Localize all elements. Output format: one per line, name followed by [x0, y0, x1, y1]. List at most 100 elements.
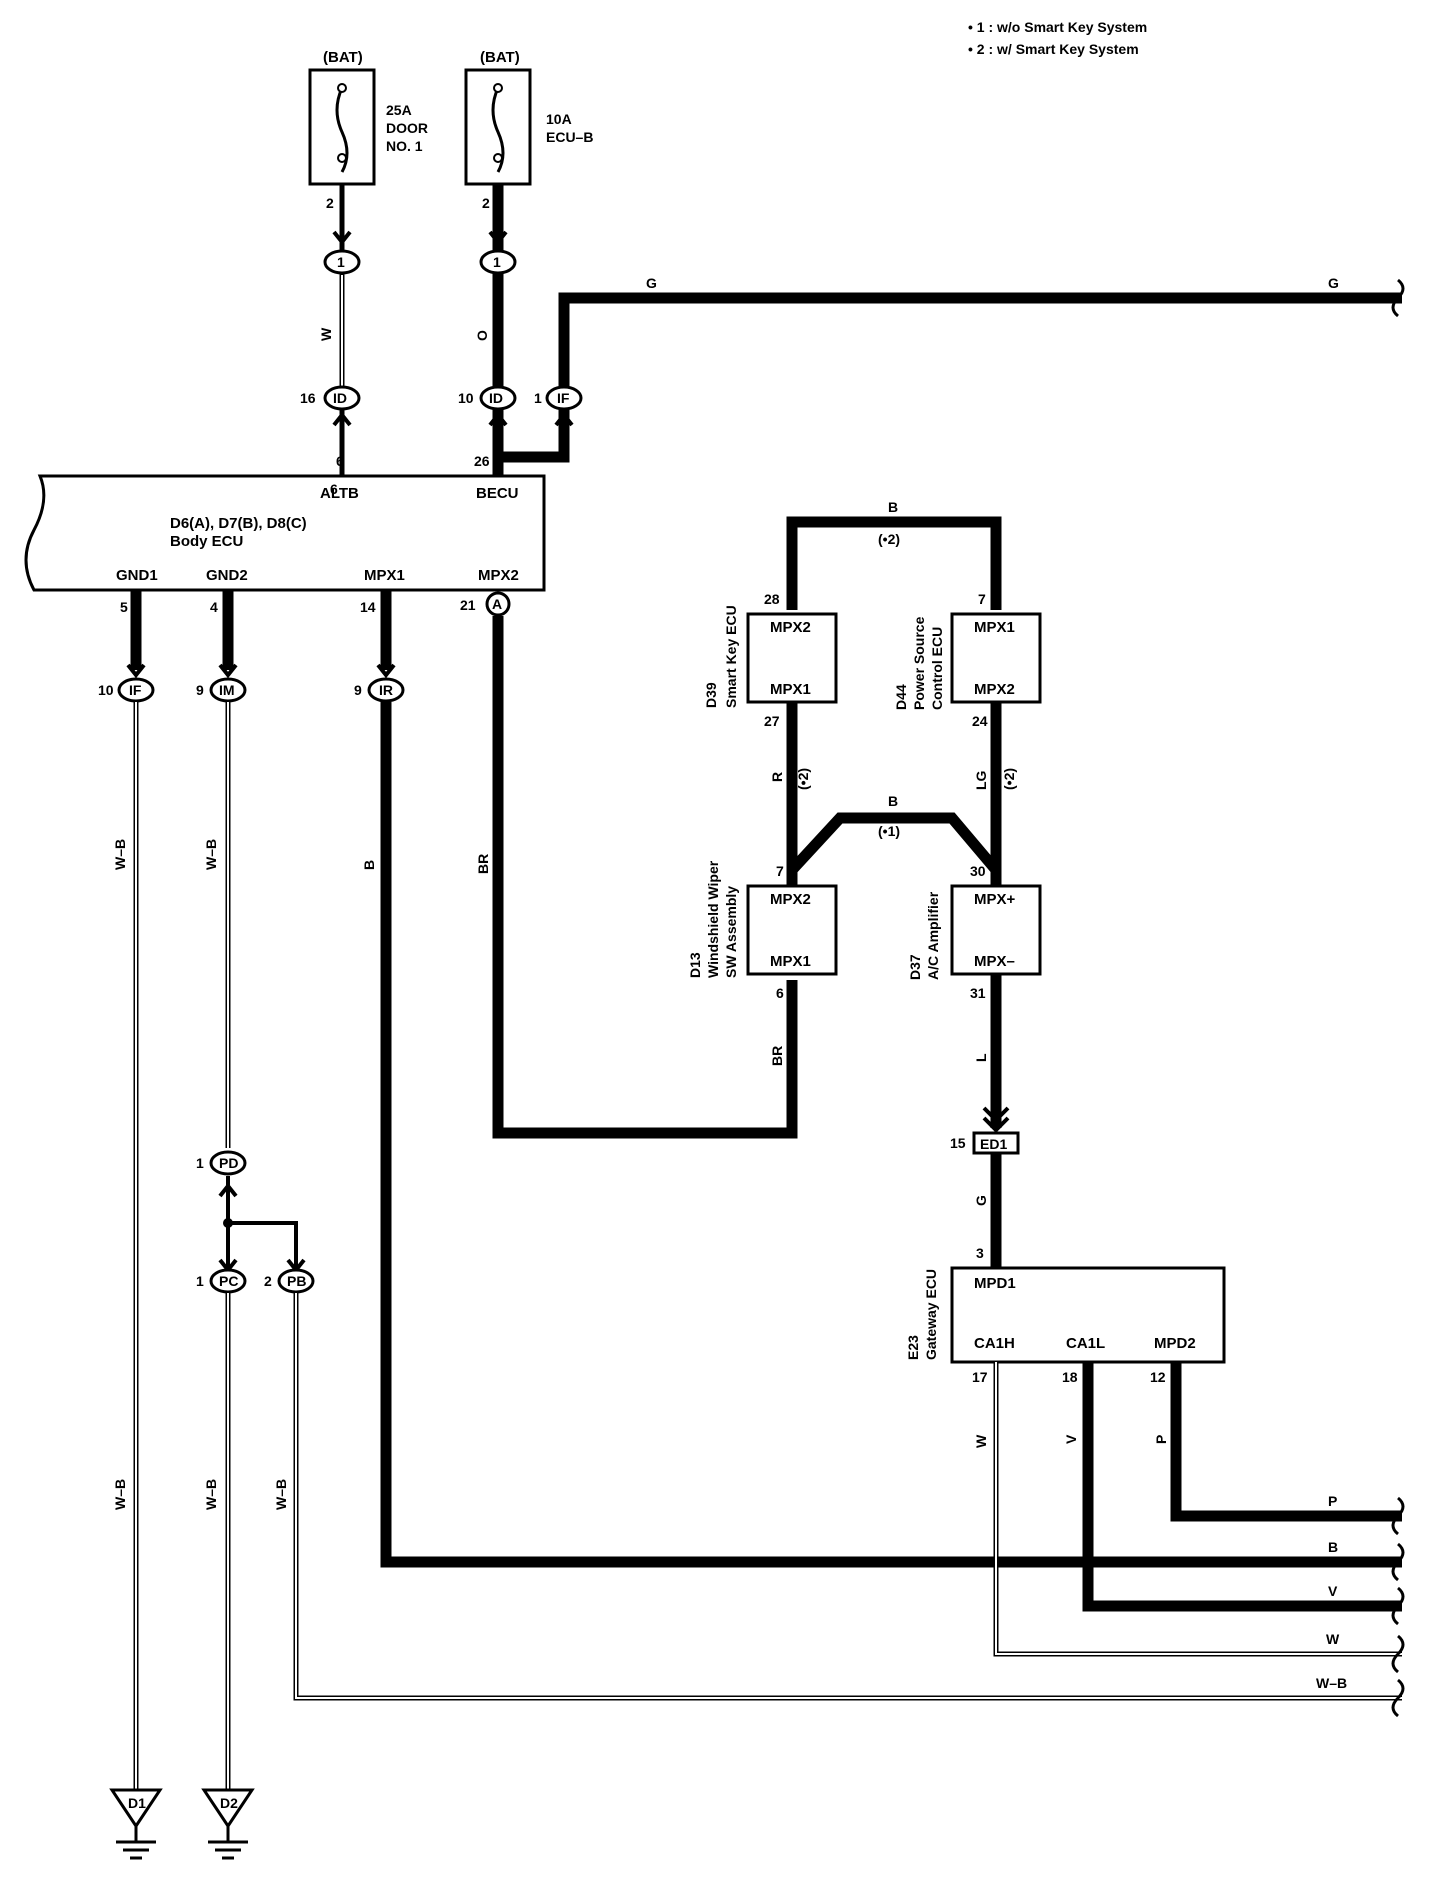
svg-text:W: W: [973, 1434, 989, 1448]
fuse-2-rating: 10A: [546, 111, 572, 127]
connector-ed1: 15 ED1: [950, 1131, 1020, 1155]
svg-text:7: 7: [776, 863, 784, 879]
out-label-w: W: [1326, 1631, 1340, 1647]
svg-text:4: 4: [210, 599, 218, 615]
svg-text:1: 1: [534, 390, 542, 406]
fuse-door-no1: (BAT) 25A DOOR NO. 1 2: [308, 49, 428, 211]
note-1: • 1 : w/o Smart Key System: [968, 19, 1147, 35]
svg-text:A: A: [492, 596, 502, 612]
svg-text:30: 30: [970, 863, 986, 879]
ground-d1: D1: [109, 1788, 163, 1860]
svg-text:W–B: W–B: [203, 1479, 219, 1510]
svg-text:PC: PC: [219, 1273, 238, 1289]
out-label-v: V: [1328, 1583, 1338, 1599]
svg-text:BR: BR: [769, 1046, 785, 1066]
svg-text:PB: PB: [287, 1273, 306, 1289]
ac-amplifier: MPX+ MPX– 30 31 D37 A/C Amplifier: [907, 863, 1042, 1001]
svg-text:15: 15: [950, 1135, 966, 1151]
svg-text:17: 17: [972, 1369, 988, 1385]
out-label-p: P: [1328, 1493, 1337, 1509]
svg-text:(•2): (•2): [795, 768, 811, 790]
ground-d2: D2: [201, 1788, 255, 1860]
body-ecu-gnd2: GND2: [206, 567, 248, 584]
svg-text:28: 28: [764, 591, 780, 607]
connector-if-2: 10 IF: [98, 677, 155, 703]
svg-text:9: 9: [354, 682, 362, 698]
svg-text:7: 7: [978, 591, 986, 607]
svg-text:B: B: [361, 860, 377, 870]
svg-text:2: 2: [264, 1273, 272, 1289]
svg-text:1: 1: [196, 1273, 204, 1289]
svg-text:Control ECU: Control ECU: [929, 627, 945, 710]
svg-text:MPD2: MPD2: [1154, 1335, 1196, 1352]
svg-text:B: B: [888, 499, 898, 515]
svg-text:6: 6: [776, 985, 784, 1001]
svg-text:PD: PD: [219, 1155, 238, 1171]
svg-text:MPD1: MPD1: [974, 1275, 1016, 1292]
svg-text:MPX–: MPX–: [974, 953, 1015, 970]
svg-text:1: 1: [493, 254, 501, 270]
svg-text:BR: BR: [475, 854, 491, 874]
svg-text:D2: D2: [220, 1795, 238, 1811]
svg-text:6: 6: [330, 481, 338, 497]
svg-text:MPX2: MPX2: [974, 681, 1015, 698]
svg-text:W–B: W–B: [112, 1479, 128, 1510]
svg-text:A/C Amplifier: A/C Amplifier: [925, 891, 941, 980]
svg-text:IR: IR: [379, 682, 393, 698]
wire-wb-pb: [293, 1293, 1402, 1701]
svg-text:D13: D13: [687, 952, 703, 978]
svg-text:D37: D37: [907, 954, 923, 980]
wire-b-mid: [787, 812, 1001, 874]
connector-a: A: [485, 591, 511, 617]
svg-text:D39: D39: [703, 682, 719, 708]
wire-g-top: [498, 292, 1402, 463]
body-ecu-ids: D6(A), D7(B), D8(C): [170, 515, 307, 532]
svg-text:1: 1: [196, 1155, 204, 1171]
wire-label-w: W: [318, 327, 334, 341]
svg-text:31: 31: [970, 985, 986, 1001]
svg-text:CA1L: CA1L: [1066, 1335, 1105, 1352]
connector-id-2: 10 ID: [458, 385, 517, 411]
fuse-1-rating: 25A: [386, 102, 412, 118]
svg-text:ID: ID: [489, 390, 503, 406]
svg-text:MPX2: MPX2: [770, 891, 811, 908]
svg-text:IF: IF: [557, 390, 570, 406]
wire-label-o: O: [474, 330, 490, 341]
svg-text:26: 26: [474, 453, 490, 469]
svg-text:B: B: [888, 793, 898, 809]
svg-text:L: L: [973, 1053, 989, 1062]
body-ecu-altb: ALTB: [320, 485, 359, 502]
wire-p-mpd2: [1170, 1362, 1402, 1522]
svg-text:1: 1: [337, 254, 345, 270]
svg-text:Gateway ECU: Gateway ECU: [923, 1269, 939, 1360]
fuse-1-name-line1: DOOR: [386, 120, 428, 136]
out-label-b: B: [1328, 1539, 1338, 1555]
body-ecu: 6 ALTB BECU 26 D6(A), D7(B), D8(C) Body …: [24, 453, 546, 592]
svg-text:SW Assembly: SW Assembly: [723, 886, 739, 978]
svg-text:MPX2: MPX2: [770, 619, 811, 636]
svg-text:16: 16: [300, 390, 316, 406]
body-ecu-mpx1: MPX1: [364, 567, 405, 584]
svg-text:MPX1: MPX1: [770, 681, 811, 698]
connector-id-1: 16 ID: [300, 385, 361, 411]
svg-text:9: 9: [196, 682, 204, 698]
svg-text:Smart Key ECU: Smart Key ECU: [723, 605, 739, 708]
fuse-2-source: (BAT): [480, 49, 520, 66]
wire-b-mpx1: [380, 702, 1402, 1568]
connector-pc: 1 PC: [196, 1268, 247, 1294]
svg-text:Power Source: Power Source: [911, 616, 927, 710]
body-ecu-becu: BECU: [476, 485, 519, 502]
svg-text:(•2): (•2): [878, 531, 900, 547]
body-ecu-name: Body ECU: [170, 533, 243, 550]
svg-text:LG: LG: [973, 770, 989, 790]
svg-text:24: 24: [972, 713, 988, 729]
note-2: • 2 : w/ Smart Key System: [968, 41, 1139, 57]
connector-if-1: 1 IF: [534, 385, 583, 411]
svg-text:3: 3: [976, 1245, 984, 1261]
wire-label-g-left: G: [646, 275, 657, 291]
svg-text:ED1: ED1: [980, 1136, 1007, 1152]
svg-text:MPX1: MPX1: [974, 619, 1015, 636]
svg-text:R: R: [769, 772, 785, 782]
svg-text:10: 10: [458, 390, 474, 406]
connector-im: 9 IM: [196, 677, 247, 703]
